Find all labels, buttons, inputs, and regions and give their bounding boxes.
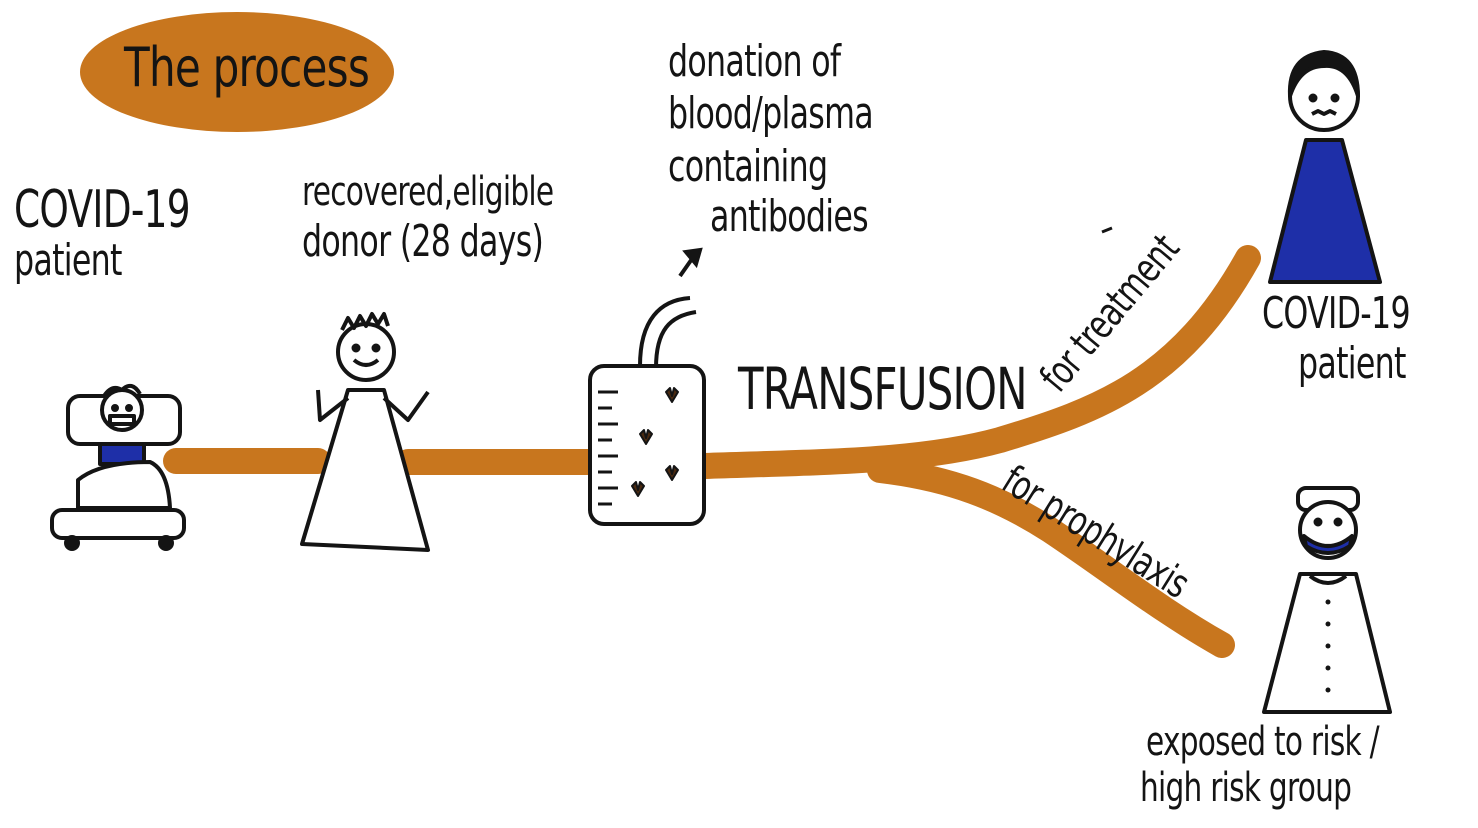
donation-line2: blood/plasma	[668, 88, 874, 140]
patient-left-label: COVID-19 patient	[14, 180, 258, 287]
exposed-line1: exposed to risk /	[1146, 719, 1380, 765]
arrow-icon	[678, 247, 703, 278]
patient-right-line2: patient	[1298, 338, 1406, 390]
donation-line1: donation of	[668, 36, 841, 87]
donor-figure-icon	[300, 312, 430, 552]
donation-line3: containing	[668, 140, 828, 192]
stray-mark	[1101, 226, 1113, 234]
process-line	[163, 245, 1261, 658]
donor-line1: recovered,eligible	[302, 169, 554, 215]
patient-right-label: COVID-19 patient	[1262, 288, 1467, 390]
exposed-person-figure-icon	[1262, 486, 1392, 714]
plasma-bag-icon	[588, 296, 706, 526]
patient-right-line1: COVID-19	[1262, 288, 1411, 339]
donation-line4: antibodies	[710, 191, 869, 243]
transfusion-label: TRANSFUSION	[738, 355, 1027, 423]
exposed-label: exposed to risk / high risk group	[1140, 719, 1461, 810]
title-blob	[80, 12, 394, 132]
donor-line2: donor (28 days)	[302, 216, 544, 267]
exposed-line2: high risk group	[1140, 765, 1352, 811]
donor-label: recovered,eligible donor (28 days)	[302, 170, 642, 266]
patient-left-line1: COVID-19	[14, 180, 191, 240]
patient-right-figure-icon	[1268, 50, 1382, 284]
page-title: The process	[124, 36, 370, 99]
donation-label: donation of blood/plasma containing anti…	[668, 36, 953, 243]
patient-in-bed-icon	[50, 383, 186, 551]
patient-left-line2: patient	[14, 235, 122, 287]
